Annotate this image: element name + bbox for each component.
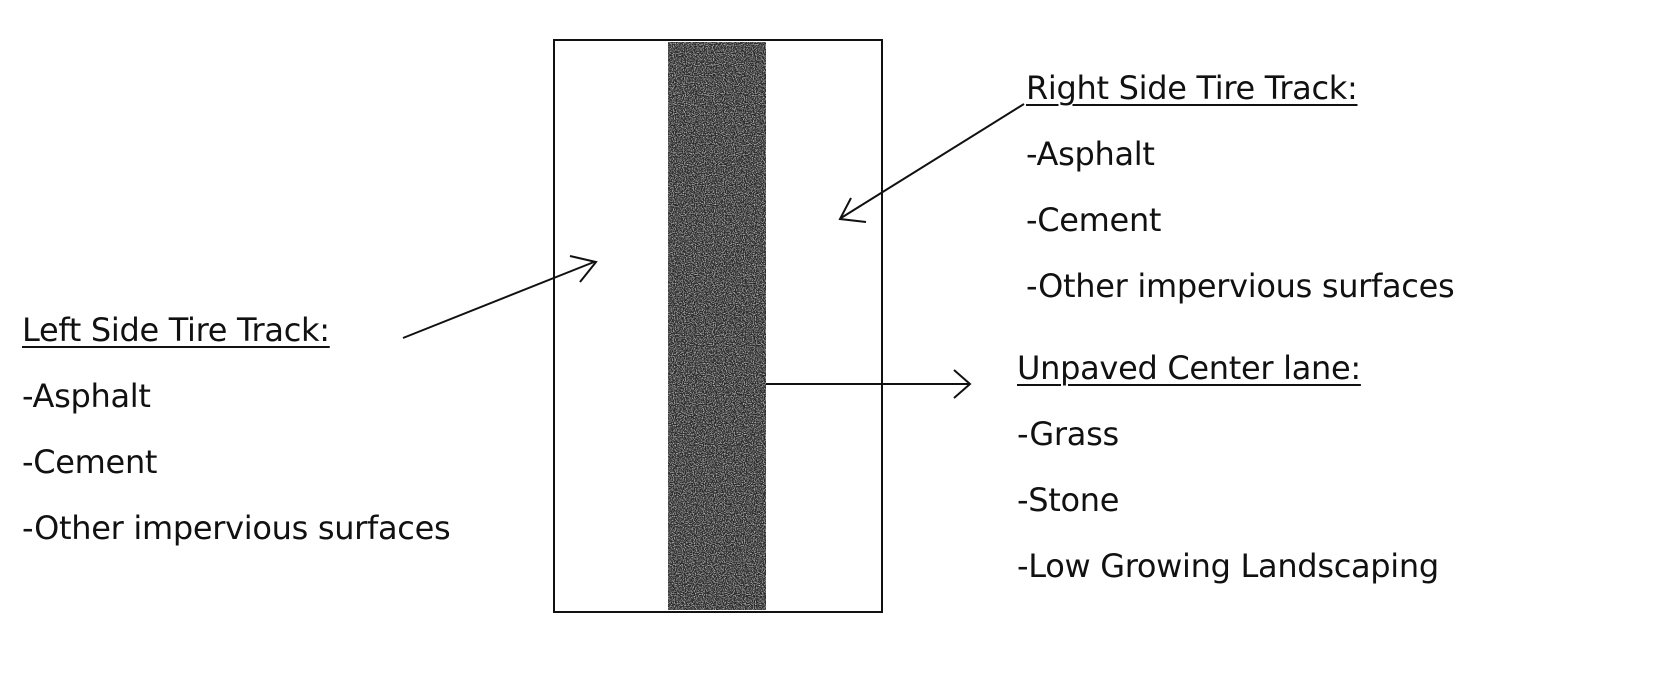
right-track-label: Right Side Tire Track: -Asphalt -Cement … — [1026, 66, 1455, 308]
right-track-item: -Other impervious surfaces — [1026, 267, 1455, 305]
center-lane-item: -Grass — [1017, 415, 1119, 453]
right-track-item: -Asphalt — [1026, 135, 1155, 173]
center-lane-item: -Stone — [1017, 481, 1120, 519]
right-track-arrow — [838, 103, 1025, 223]
center-lane-item: -Low Growing Landscaping — [1017, 547, 1439, 585]
left-track-item: -Asphalt — [22, 377, 151, 415]
left-track-label: Left Side Tire Track: -Asphalt -Cement -… — [22, 308, 451, 550]
right-track-heading: Right Side Tire Track: — [1026, 69, 1358, 107]
left-track-item: -Cement — [22, 443, 158, 481]
left-track-item: -Other impervious surfaces — [22, 509, 451, 547]
center-lane-arrow — [766, 369, 972, 399]
center-lane-strip — [668, 42, 766, 610]
center-lane-heading: Unpaved Center lane: — [1017, 349, 1361, 387]
center-lane-label: Unpaved Center lane: -Grass -Stone -Low … — [1017, 346, 1439, 588]
right-track-item: -Cement — [1026, 201, 1162, 239]
left-track-heading: Left Side Tire Track: — [22, 311, 330, 349]
left-track-arrow — [402, 255, 598, 339]
